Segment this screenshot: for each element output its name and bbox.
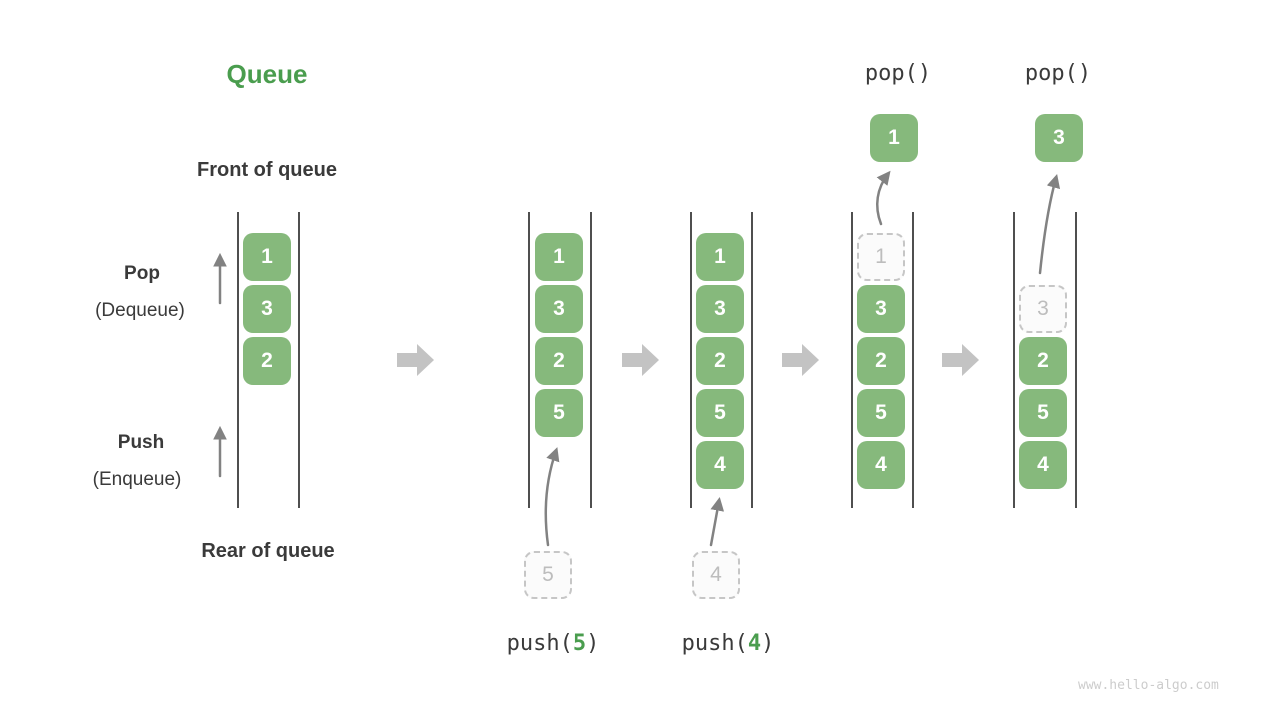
- diagram-title: Queue: [226, 59, 308, 89]
- queue-item: 4: [696, 441, 744, 489]
- pushed-item-preview: 5: [524, 551, 572, 599]
- queue-item: 1: [535, 233, 583, 281]
- front-of-queue-label: Front of queue: [197, 159, 337, 181]
- dequeue-label: (Dequeue): [95, 300, 185, 321]
- state-transition-arrow-icon: [397, 344, 434, 376]
- queue-item: 3: [696, 285, 744, 333]
- queue-item: 2: [857, 337, 905, 385]
- queue-container-left-wall: [690, 212, 692, 508]
- push-item-arrow: [709, 496, 725, 547]
- push-label: Push: [117, 432, 165, 453]
- queue-item: 5: [857, 389, 905, 437]
- queue-container-left-wall: [237, 212, 239, 508]
- pop-item-arrow: [1038, 174, 1061, 275]
- queue-item: 4: [857, 441, 905, 489]
- state-transition-arrow-icon: [622, 344, 659, 376]
- queue-item-dashed: 1: [857, 233, 905, 281]
- queue-container-right-wall: [751, 212, 753, 508]
- queue-item: 5: [696, 389, 744, 437]
- op-arg: 4: [747, 631, 762, 656]
- op-suffix: ): [761, 631, 775, 656]
- op-prefix: push(: [506, 631, 573, 656]
- queue-item: 3: [243, 285, 291, 333]
- queue-item: 3: [857, 285, 905, 333]
- queue-item: 5: [535, 389, 583, 437]
- push-operation-label: push(5): [507, 631, 600, 656]
- queue-item: 3: [535, 285, 583, 333]
- queue-item: 1: [696, 233, 744, 281]
- pop-label: Pop: [124, 263, 160, 284]
- pop-operation-label: pop(): [1024, 61, 1092, 86]
- popped-item: 3: [1035, 114, 1083, 162]
- queue-container-right-wall: [912, 212, 914, 508]
- queue-container-left-wall: [851, 212, 853, 508]
- enqueue-label: (Enqueue): [92, 469, 182, 490]
- push-operation-label: push(4): [682, 631, 775, 656]
- queue-item: 2: [535, 337, 583, 385]
- queue-container-right-wall: [590, 212, 592, 508]
- op-suffix: ): [586, 631, 600, 656]
- queue-container-left-wall: [1013, 212, 1015, 508]
- pop-operation-label: pop(): [864, 61, 932, 86]
- queue-container-right-wall: [298, 212, 300, 508]
- push-item-arrow: [544, 447, 560, 547]
- state-transition-arrow-icon: [782, 344, 819, 376]
- queue-item: 5: [1019, 389, 1067, 437]
- queue-item: 4: [1019, 441, 1067, 489]
- queue-container-right-wall: [1075, 212, 1077, 508]
- queue-item: 2: [243, 337, 291, 385]
- op-arg: 5: [572, 631, 587, 656]
- pushed-item-preview: 4: [692, 551, 740, 599]
- rear-of-queue-label: Rear of queue: [201, 540, 335, 562]
- queue-item-dashed: 3: [1019, 285, 1067, 333]
- state-transition-arrow-icon: [942, 344, 979, 376]
- op-prefix: push(: [681, 631, 748, 656]
- popped-item: 1: [870, 114, 918, 162]
- queue-item: 1: [243, 233, 291, 281]
- queue-item: 2: [696, 337, 744, 385]
- queue-container-left-wall: [528, 212, 530, 508]
- pop-item-arrow: [875, 170, 891, 226]
- queue-item: 2: [1019, 337, 1067, 385]
- watermark: www.hello-algo.com: [1078, 678, 1219, 693]
